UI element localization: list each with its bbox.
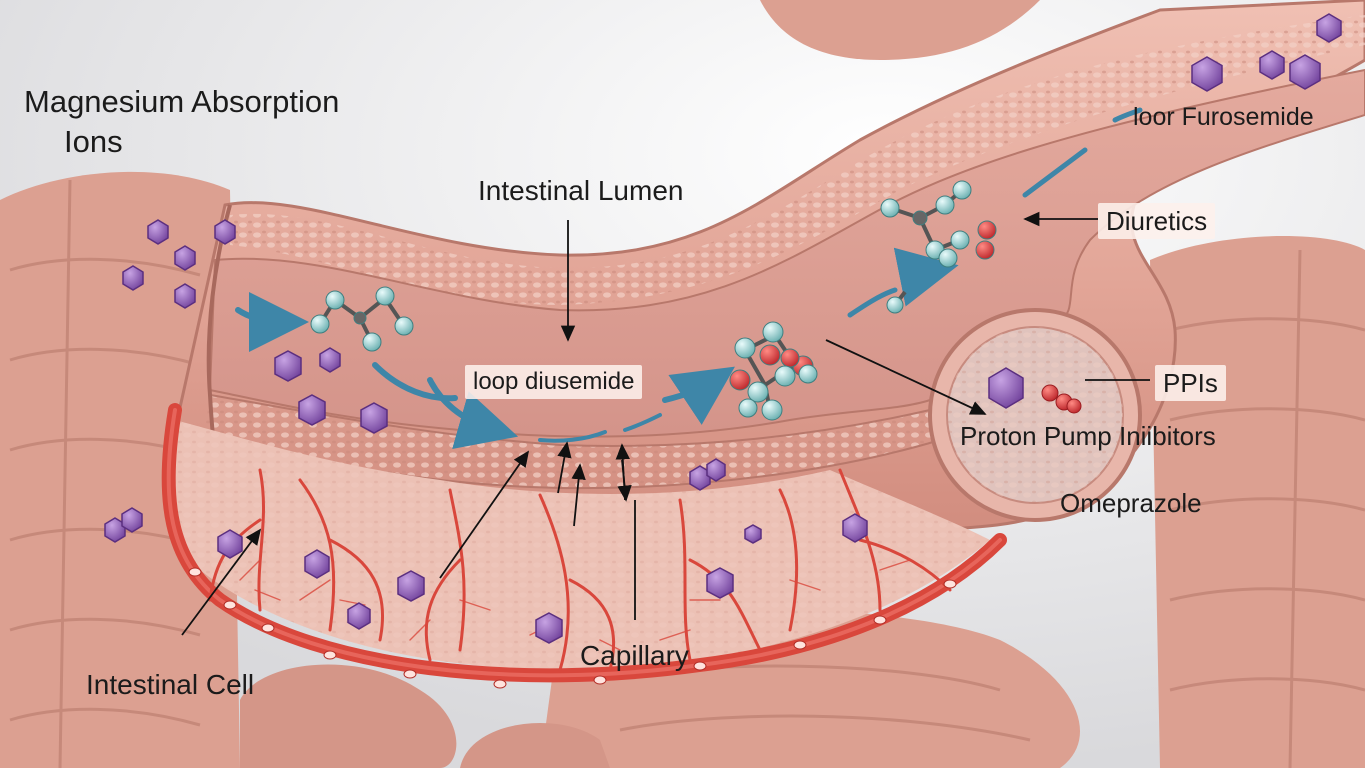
loor-furosemide-label: loor Furosemide bbox=[1133, 103, 1314, 131]
mesentery bbox=[173, 420, 990, 670]
intestinal-lumen-label: Intestinal Lumen bbox=[478, 175, 684, 206]
ion bbox=[274, 350, 302, 382]
ppi-molecule bbox=[1041, 384, 1082, 414]
intestinal-cell-label: Intestinal Cell bbox=[86, 669, 255, 700]
ion bbox=[174, 245, 196, 271]
ion bbox=[360, 402, 388, 434]
ion bbox=[147, 219, 169, 245]
flow-arrows bbox=[235, 107, 1143, 449]
magnesium-ions bbox=[104, 13, 1342, 644]
omeprazole-label: Omeprazole bbox=[1060, 488, 1202, 518]
ion bbox=[1289, 54, 1321, 90]
ion bbox=[304, 549, 330, 579]
ion bbox=[121, 507, 143, 533]
ion bbox=[397, 570, 425, 602]
diagram-title-line2: Ions bbox=[64, 124, 123, 159]
annotation-arrows bbox=[181, 211, 1150, 636]
ion bbox=[744, 524, 762, 544]
capillary-label: Capillary bbox=[580, 640, 689, 671]
ion bbox=[214, 219, 236, 245]
diuretics-label: Diuretics bbox=[1098, 203, 1216, 239]
molecule-3 bbox=[880, 180, 997, 314]
intestinal-cell-arrow bbox=[181, 528, 262, 636]
ion bbox=[988, 367, 1024, 409]
diagram-title-line1: Magnesium Absorption bbox=[24, 84, 340, 119]
ion bbox=[1191, 56, 1223, 92]
ion bbox=[842, 513, 868, 543]
ion bbox=[1316, 13, 1342, 43]
ppi-arrow bbox=[825, 339, 987, 415]
molecule-1 bbox=[310, 286, 414, 352]
ppis-label: PPIs bbox=[1155, 365, 1226, 401]
ion bbox=[706, 458, 726, 482]
loop-diusemide-label: loop diusemide bbox=[465, 365, 643, 399]
ion bbox=[174, 283, 196, 309]
ion bbox=[706, 567, 734, 599]
ion bbox=[347, 602, 371, 630]
cell-arrow bbox=[439, 450, 530, 579]
ppi-sac bbox=[928, 308, 1142, 522]
ion bbox=[217, 529, 243, 559]
ion bbox=[298, 394, 326, 426]
proton-pump-inhibitors-label: Proton Pump Iniibitors bbox=[960, 421, 1216, 451]
ion bbox=[122, 265, 144, 291]
ion bbox=[1259, 50, 1285, 80]
ion bbox=[535, 612, 563, 644]
molecule-2 bbox=[729, 321, 818, 421]
ion bbox=[319, 347, 341, 373]
